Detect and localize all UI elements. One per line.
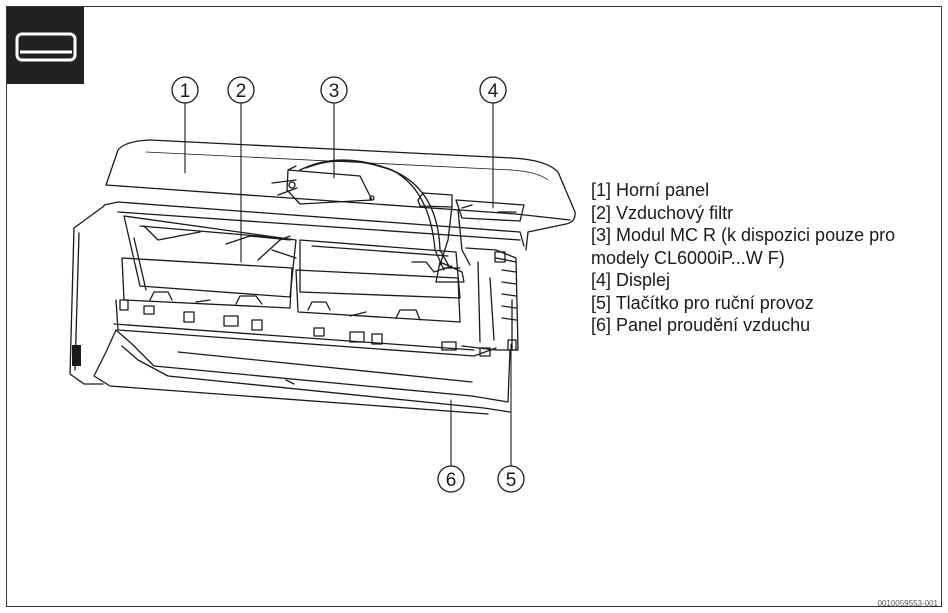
callout-4-label: 4 <box>488 81 499 102</box>
callout-2-circle <box>227 76 255 104</box>
air-conditioner-unit-icon <box>7 7 84 84</box>
top-panel <box>105 139 576 251</box>
callout-6-label: 6 <box>446 470 457 491</box>
display-module <box>417 192 453 208</box>
legend-item-mc-r-module: [3] Modul MC R (k dispozici pouze pro <box>591 225 896 245</box>
document-id: 0010059553-001 <box>877 599 938 608</box>
legend-item-top-panel: [1] Horní panel <box>591 180 710 200</box>
legend-item-manual-button: [5] Tlačítko pro ruční provoz <box>591 292 814 313</box>
page-frame <box>6 6 942 607</box>
legend-item-display: [4] Displej <box>591 270 671 290</box>
callout-6-circle <box>437 465 465 493</box>
legend-item-air-flow-panel: [6] Panel proudění vzduchu <box>591 315 811 335</box>
unit-side-casing <box>69 205 105 385</box>
legend-item-air-filter: [2] Vzduchový filtr <box>591 202 734 223</box>
legend-item-mc-r-module-cont: modely CL6000iP...W F) <box>591 247 785 268</box>
callout-1-label: 1 <box>180 81 191 102</box>
callout-3-circle <box>320 76 348 104</box>
callout-4-circle <box>479 76 507 104</box>
callout-5-circle <box>497 465 525 493</box>
unit-body <box>103 201 525 247</box>
mc-r-module <box>286 169 373 205</box>
air-filter <box>123 215 297 298</box>
callout-2-label: 2 <box>236 81 247 102</box>
callout-3-label: 3 <box>329 81 340 102</box>
parts-legend: [1] Horní panel [2] Vzduchový filtr [3] … <box>591 179 936 337</box>
callout-1-circle <box>171 76 199 104</box>
callout-5-label: 5 <box>506 470 517 491</box>
air-flow-panel <box>115 329 511 403</box>
